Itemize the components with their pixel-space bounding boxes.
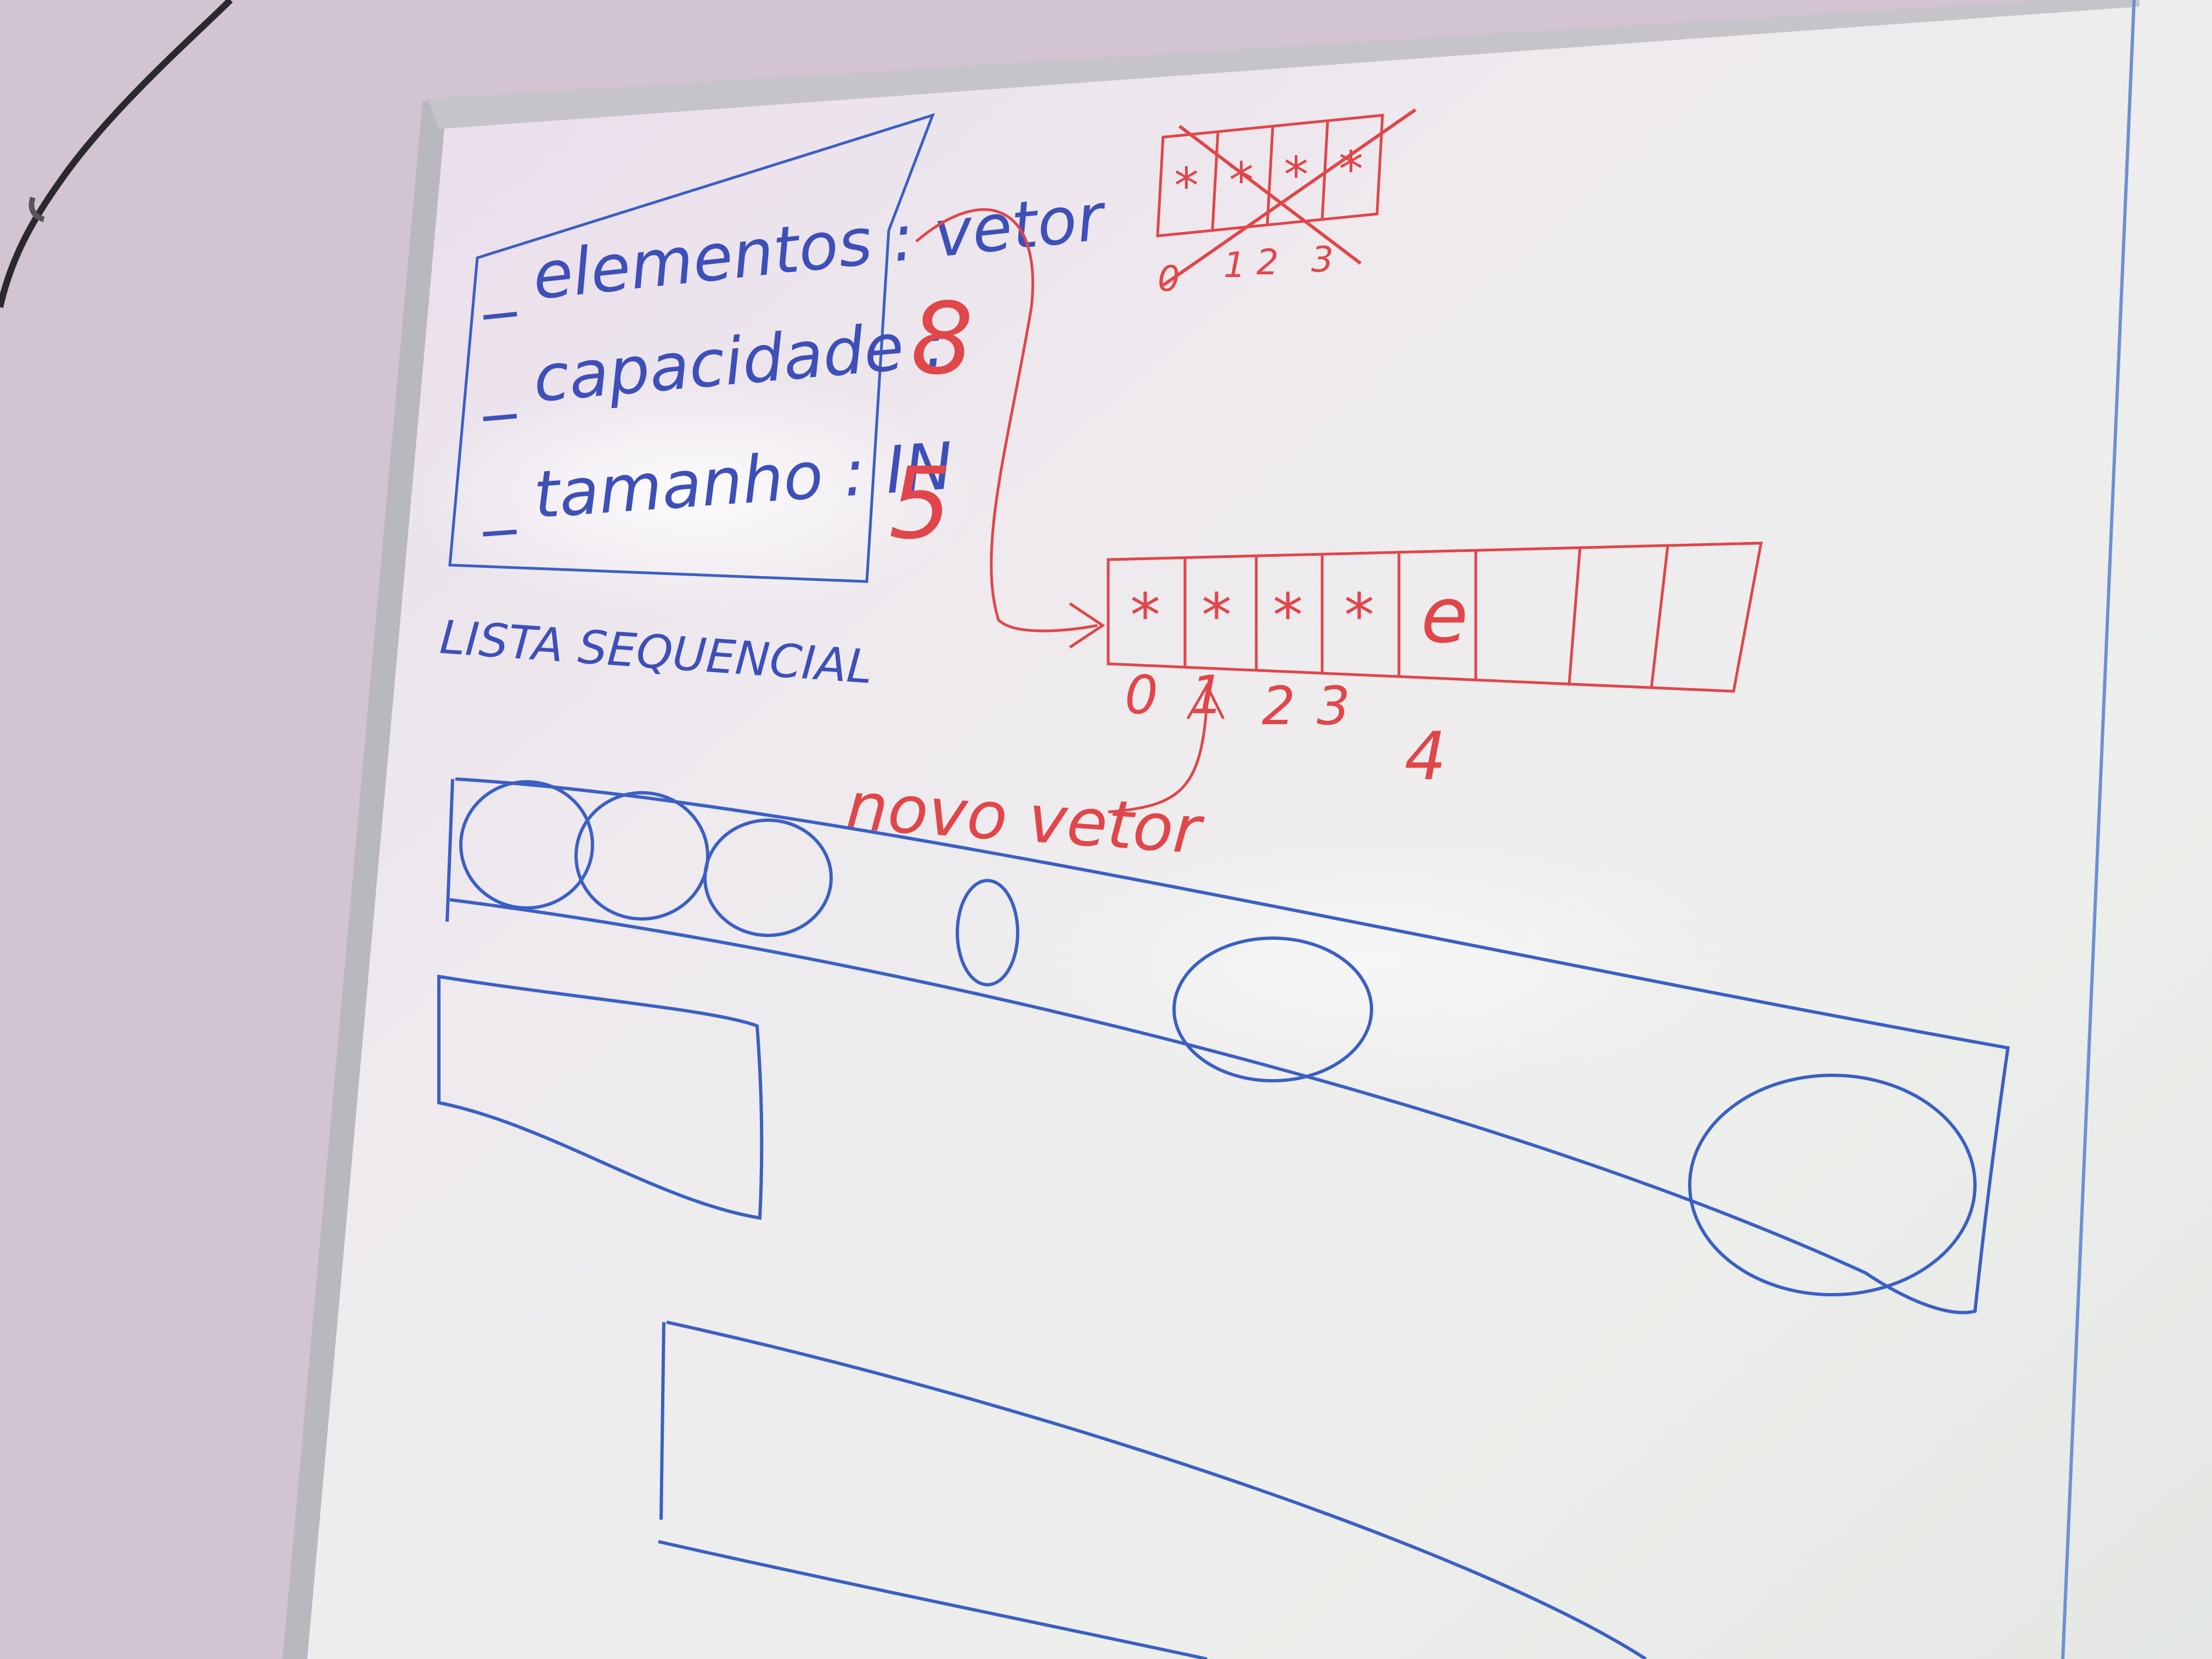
size-value: 5 <box>889 447 952 561</box>
tube-diagram <box>445 777 2010 1314</box>
tube-circle <box>703 819 833 937</box>
new-vector-arrowhead <box>1186 682 1225 720</box>
capacity-value: 8 <box>911 282 974 397</box>
old-vector-cross-1 <box>1178 125 1362 265</box>
old-cell: * <box>1284 146 1308 204</box>
new-index: 2 <box>1262 675 1295 737</box>
wall-cable <box>0 0 233 308</box>
old-index: 0 <box>1158 259 1180 300</box>
old-index: 1 <box>1223 245 1246 286</box>
old-cell: * <box>1174 157 1199 215</box>
pointer-arrowhead <box>1069 602 1105 649</box>
blue-rectangles <box>437 974 1647 1659</box>
whiteboard-frame-top <box>428 0 2140 129</box>
new-cell: * <box>1201 580 1232 651</box>
old-vector-cross-2 <box>1162 108 1417 287</box>
light-glare <box>406 373 977 614</box>
new-cell: * <box>1130 580 1160 651</box>
tube-circle <box>956 879 1019 986</box>
whiteboard-frame-left <box>283 98 447 1659</box>
tube-circle <box>1172 936 1373 1082</box>
new-index: 3 <box>1317 675 1350 737</box>
new-vector <box>1107 541 1763 693</box>
new-cell: e <box>1421 571 1468 661</box>
new-cell: * <box>1344 580 1374 651</box>
tube-circle <box>1688 1074 1977 1296</box>
old-cell: * <box>1229 152 1254 210</box>
struct-box <box>448 113 935 583</box>
new-cell: * <box>1273 580 1303 651</box>
old-index: 2 <box>1256 242 1279 283</box>
old-vector <box>1156 108 1417 287</box>
new-index: 1 <box>1190 664 1224 726</box>
old-index: 3 <box>1311 240 1334 280</box>
tube-circle <box>459 780 594 910</box>
old-cell: * <box>1339 141 1363 199</box>
cable-hook <box>29 196 45 222</box>
new-index: 0 <box>1125 664 1158 726</box>
new-index: 4 <box>1404 719 1446 795</box>
panel-seam <box>2061 0 2136 1659</box>
tube-circle <box>574 791 709 921</box>
new-vector-arrow <box>1108 702 1209 814</box>
pointer-arrow <box>915 208 1098 633</box>
